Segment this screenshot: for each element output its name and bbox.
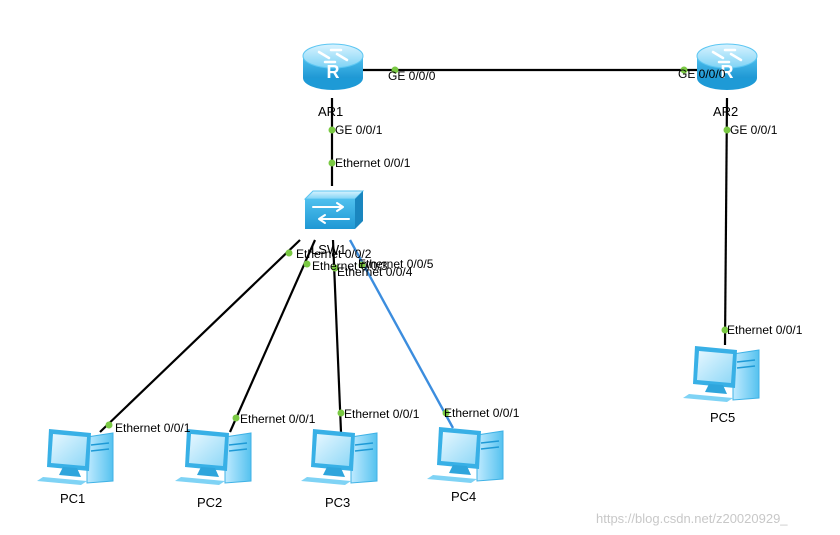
- port-label: Ethernet 0/0/2: [296, 247, 372, 261]
- link-lsw1-pc3[interactable]: [331, 239, 343, 433]
- port-label: Ethernet 0/0/1: [344, 407, 420, 421]
- port-dot: [328, 126, 336, 134]
- router-icon: [301, 42, 365, 92]
- link-lsw1-pc4[interactable]: [348, 239, 455, 429]
- device-label-pc5: PC5: [710, 410, 735, 425]
- port-label: Ethernet 0/0/1: [240, 412, 316, 426]
- device-label-ar2: AR2: [713, 104, 738, 119]
- port-dot: [328, 159, 336, 167]
- port-label: Ethernet 0/0/1: [727, 323, 803, 337]
- port-dot: [721, 326, 729, 334]
- port-dot: [285, 249, 293, 257]
- pc-pc4[interactable]: [426, 426, 504, 484]
- port-dots: [105, 66, 731, 429]
- port-label: Ethernet 0/0/4: [337, 265, 413, 279]
- pc-icon: [426, 426, 504, 484]
- port-label: Ethernet 0/0/3: [312, 259, 388, 273]
- port-dot: [680, 66, 688, 74]
- port-label: Ethernet 0/0/1: [115, 421, 191, 435]
- device-label-pc2: PC2: [197, 495, 222, 510]
- pc-pc1[interactable]: [36, 428, 114, 486]
- port-label: GE 0/0/0: [678, 67, 726, 81]
- port-dot: [303, 260, 311, 268]
- pc-icon: [174, 428, 252, 486]
- switch-icon: [304, 190, 364, 230]
- pc-icon: [36, 428, 114, 486]
- switch-lsw1[interactable]: [304, 190, 364, 230]
- device-label-pc1: PC1: [60, 491, 85, 506]
- port-dot: [723, 126, 731, 134]
- port-dot: [331, 264, 339, 272]
- pc-icon: [300, 428, 378, 486]
- device-label-pc3: PC3: [325, 495, 350, 510]
- port-dot: [337, 409, 345, 417]
- port-dot: [358, 261, 366, 269]
- port-dot: [105, 421, 113, 429]
- port-label: Ethernet 0/0/1: [335, 156, 411, 170]
- port-dot: [232, 414, 240, 422]
- port-label: GE 0/0/1: [730, 123, 778, 137]
- link-ar2-pc5[interactable]: [723, 97, 729, 346]
- port-label: GE 0/0/0: [388, 69, 436, 83]
- port-dot: [442, 409, 450, 417]
- device-label-ar1: AR1: [318, 104, 343, 119]
- watermark-text: https://blog.csdn.net/z20020929_: [596, 511, 788, 526]
- pc-pc3[interactable]: [300, 428, 378, 486]
- port-label: Ethernet 0/0/5: [358, 257, 434, 271]
- pc-pc5[interactable]: [682, 345, 760, 403]
- port-label: GE 0/0/1: [335, 123, 383, 137]
- device-label-pc4: PC4: [451, 489, 476, 504]
- pc-icon: [682, 345, 760, 403]
- link-lsw1-pc1[interactable]: [99, 239, 301, 433]
- device-label-lsw1: LSW1: [311, 242, 346, 257]
- link-lsw1-pc2[interactable]: [228, 239, 317, 433]
- port-label: Ethernet 0/0/1: [444, 406, 520, 420]
- pc-pc2[interactable]: [174, 428, 252, 486]
- port-dot: [391, 66, 399, 74]
- links: [99, 68, 729, 433]
- router-ar1[interactable]: [301, 42, 365, 92]
